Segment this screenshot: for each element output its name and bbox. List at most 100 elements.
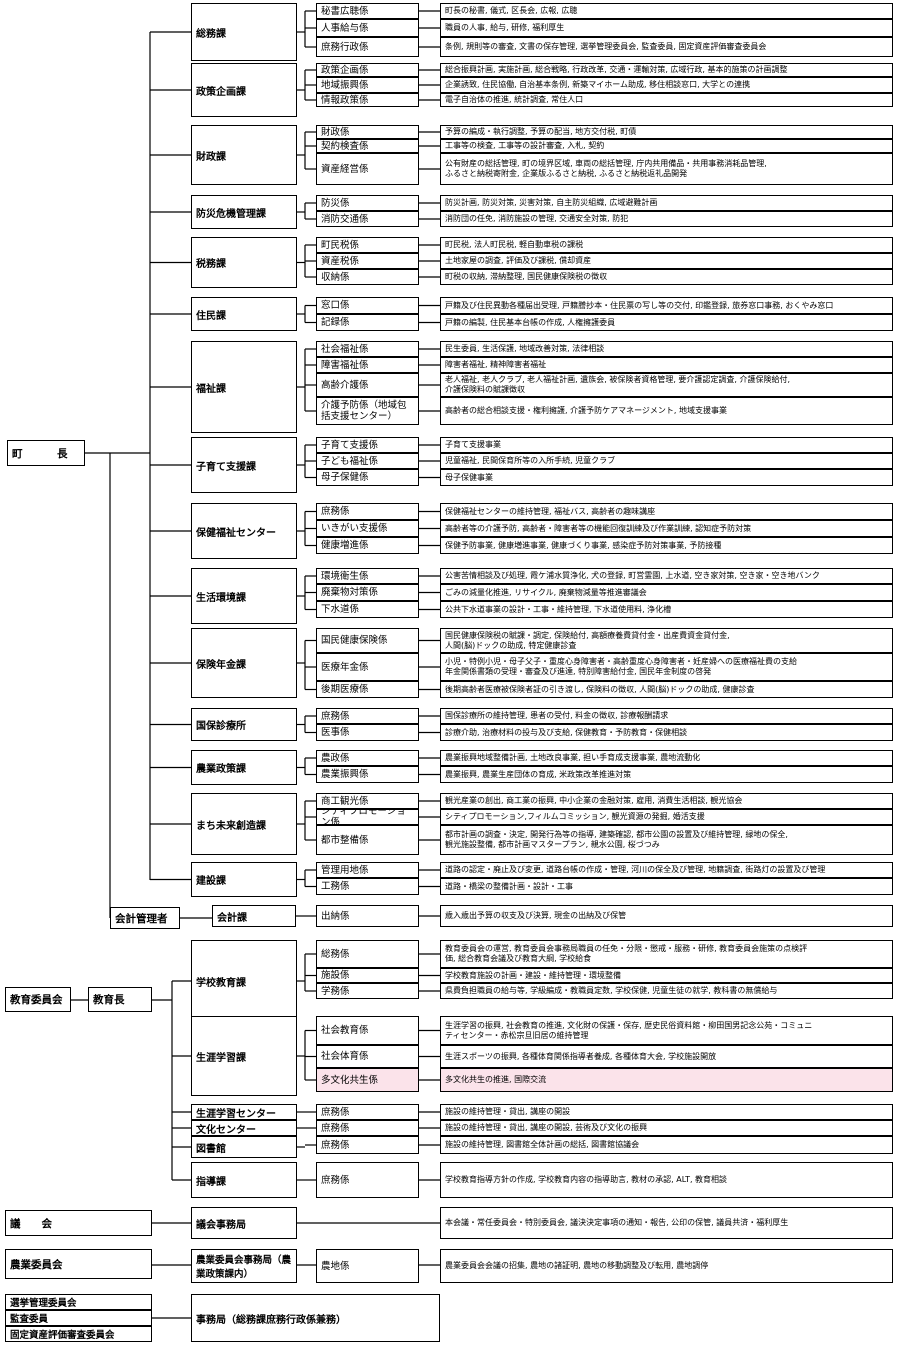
section-box-6-3-text: 介護予防係（地域包括支援センター） [321, 400, 407, 422]
dept-box-1: 政策企画課 [191, 63, 297, 117]
section-box-14-0: 管理用地係 [316, 862, 419, 878]
section-box-9-1: 廃棄物対策係 [316, 584, 419, 601]
dept-box-8-text: 保健福祉センター [196, 527, 276, 539]
edu-desc-box-5-0-text: 学校教育指導方針の作成, 学校教育内容の指導助言, 教材の承認, ALT, 教育… [445, 1175, 728, 1184]
section-box-2-2: 資産経営係 [316, 153, 419, 185]
desc-box-5-1-text: 戸籍の編製, 住民基本台帳の作成, 人権擁護委員 [445, 317, 616, 327]
desc-box-7-2: 母子保健事業 [440, 469, 893, 486]
desc-box-10-1-text: 小児・特例小児・母子父子・重度心身障害者・高齢重度心身障害者・妊産婦への医療福祉… [445, 657, 797, 676]
desc-box-3-0-text: 防災計画, 防災対策, 災害対策, 自主防災組織, 広域避難計画 [445, 198, 658, 207]
dept-box-15: 会計課 [212, 905, 296, 927]
desc-box-5-1: 戸籍の編製, 住民基本台帳の作成, 人権擁護委員 [440, 314, 893, 331]
desc-box-8-0-text: 保健福祉センターの維持管理, 福祉バス, 高齢者の趣味講座 [445, 506, 656, 516]
section-box-2-0: 財政係 [316, 125, 419, 139]
desc-box-2-1-text: 工事等の検査, 工事等の設計審査, 入札, 契約 [445, 141, 605, 150]
desc-box-1-2: 電子自治体の推進, 統計調査, 常住人口 [440, 93, 893, 107]
desc-box-12-1-text: 農業振興, 農業生産団体の育成, 米政策改革推進対策 [445, 769, 632, 779]
section-box-7-2: 母子保健係 [316, 469, 419, 486]
desc-box-5-0-text: 戸籍及び住民異動各種届出受理, 戸籍謄抄本・住民票の写し等の交付, 印鑑登録, … [445, 300, 834, 310]
desc-box-4-2: 町税の収納, 滞納整理, 国民健康保険税の徴収 [440, 269, 893, 285]
desc-box-6-3: 高齢者の総合相談支援・権利擁護, 介護予防ケアマネージメント, 地域支援事業 [440, 397, 893, 425]
desc-box-0-0: 町長の秘書, 儀式, 区長会, 広報, 広聴 [440, 3, 893, 19]
section-box-5-0: 窓口係 [316, 297, 419, 314]
dept-box-13-text: まち未来創造課 [196, 820, 266, 832]
desc-box-2-2: 公有財産の総括管理, 町の境界区域, 車両の総括管理, 庁内共用備品・共用事務消… [440, 153, 893, 185]
section-box-7-1: 子ども福祉係 [316, 453, 419, 469]
section-box-9-0: 環境衛生係 [316, 568, 419, 584]
desc-box-3-1: 消防団の任免, 消防施設の管理, 交通安全対策, 防犯 [440, 211, 893, 227]
desc-box-0-1: 職員の人事, 給与, 研修, 福利厚生 [440, 19, 893, 37]
assembly-desc: 本会議・常任委員会・特別委員会, 議決決定事項の通知・報告, 公印の保管, 議員… [445, 1218, 789, 1227]
desc-box-2-0-text: 予算の編成・執行調整, 予算の配当, 地方交付税, 町債 [445, 127, 637, 136]
desc-box-14-0: 道路の認定・廃止及び変更, 道路台帳の作成・管理, 河川の保全及び管理, 地籍調… [440, 862, 893, 878]
desc-box-7-0-text: 子育て支援事業 [445, 440, 501, 449]
section-box-12-0-text: 農政係 [321, 752, 350, 764]
section-box-13-2: 都市整備係 [316, 825, 419, 855]
edu-dept-box-1-text: 生涯学習課 [196, 1052, 246, 1064]
section-box-1-0-text: 政策企画係 [321, 64, 369, 76]
section-box-13-2-text: 都市整備係 [321, 834, 369, 846]
desc-box-6-3-text: 高齢者の総合相談支援・権利擁護, 介護予防ケアマネージメント, 地域支援事業 [445, 406, 728, 415]
section-box-15-0: 出納係 [316, 905, 419, 927]
desc-box-7-0: 子育て支援事業 [440, 437, 893, 453]
desc-box-0-2-text: 条例, 規則等の審査, 文書の保存管理, 選挙管理委員会, 監査委員, 固定資産… [445, 42, 767, 51]
section-box-4-1-text: 資産税係 [321, 255, 360, 267]
section-box-5-0-text: 窓口係 [321, 300, 350, 311]
edu-desc-box-1-1: 生涯スポーツの振興, 各種体育関係指導者養成, 各種体育大会, 学校施設開放 [440, 1045, 893, 1068]
edu-dept-box-4-text: 図書館 [196, 1143, 226, 1155]
dept-box-6: 福祉課 [191, 341, 297, 433]
desc-box-2-2-text: 公有財産の総括管理, 町の境界区域, 車両の総括管理, 庁内共用備品・共用事務消… [445, 159, 767, 178]
section-box-12-1-text: 農業振興係 [321, 769, 369, 780]
edu-section-box-1-1-text: 社会体育係 [321, 1051, 369, 1062]
dept-box-4: 税務課 [191, 237, 297, 288]
desc-box-4-1-text: 土地家屋の調査, 評価及び課税, 償却資産 [445, 256, 592, 265]
desc-box-6-2: 老人福祉, 老人クラブ, 老人福祉計画, 遺族会, 被保険者資格管理, 要介護認… [440, 373, 893, 397]
section-box-8-0: 庶務係 [316, 503, 419, 520]
edu-desc-box-1-0-text: 生涯学習の振興, 社会教育の推進, 文化財の保護・保存, 歴史民俗資料館・柳田国… [445, 1020, 813, 1040]
dept-box-14: 建設課 [191, 862, 297, 897]
edu-dept-box-0: 学校教育課 [191, 940, 297, 1022]
edu-desc-box-0-0: 教育委員会の運営, 教育委員会事務局職員の任免・分限・懲戒・服務・研修, 教育委… [440, 940, 893, 968]
edu-section-box-3-0: 庶務係 [316, 1120, 419, 1136]
section-box-9-1-text: 廃棄物対策係 [321, 587, 379, 598]
desc-box-3-0: 防災計画, 防災対策, 災害対策, 自主防災組織, 広域避難計画 [440, 195, 893, 211]
section-box-6-1: 障害福祉係 [316, 357, 419, 373]
section-box-10-1-text: 医療年金係 [321, 661, 369, 673]
section-box-11-0-text: 庶務係 [321, 710, 350, 722]
dept-box-8: 保健福祉センター [191, 503, 297, 559]
section-box-1-1-text: 地域振興係 [321, 79, 369, 91]
desc-box-0-1-text: 職員の人事, 給与, 研修, 福利厚生 [445, 23, 565, 32]
desc-box-12-0-text: 農業振興地域整備計画, 土地改良事業, 担い手育成支援事業, 農地流動化 [445, 753, 701, 762]
section-box-4-2-text: 収納係 [321, 271, 350, 283]
edu-section-box-5-0: 庶務係 [316, 1162, 419, 1198]
section-box-12-0: 農政係 [316, 750, 419, 766]
desc-box-13-0: 観光産業の創出, 商工業の振興, 中小企業の金融対策, 雇用, 消費生活相談, … [440, 793, 893, 809]
edu-dept-box-3: 文化センター [191, 1120, 297, 1136]
section-box-7-2-text: 母子保健係 [321, 472, 369, 483]
section-box-13-0: 商工観光係 [316, 793, 419, 809]
auditor-box: 監査委員 [5, 1310, 152, 1326]
edu-section-box-0-0-text: 総務係 [321, 948, 350, 960]
desc-box-0-2: 条例, 規則等の審査, 文書の保存管理, 選挙管理委員会, 監査委員, 固定資産… [440, 37, 893, 57]
section-box-9-2-text: 下水道係 [321, 604, 360, 615]
edu-section-box-2-0: 庶務係 [316, 1104, 419, 1120]
section-box-6-2: 高齢介護係 [316, 373, 419, 397]
superintendent-box: 教育長 [88, 987, 152, 1012]
section-box-10-0: 国民健康保険係 [316, 628, 419, 653]
desc-box-4-0-text: 町民税, 法人町民税, 軽自動車税の課税 [445, 240, 584, 249]
dept-box-10: 保険年金課 [191, 628, 297, 698]
edu-desc-box-4-0: 施設の維持管理, 図書館全体計画の総括, 図書館協議会 [440, 1136, 893, 1154]
desc-box-14-0-text: 道路の認定・廃止及び変更, 道路台帳の作成・管理, 河川の保全及び管理, 地籍調… [445, 865, 826, 874]
education-board-box: 教育委員会 [5, 987, 71, 1012]
section-box-8-2-text: 健康増進係 [321, 540, 369, 551]
agriculture-committee-box: 農業委員会 [5, 1249, 152, 1279]
desc-box-14-1: 道路・橋梁の整備計画・設計・工事 [440, 878, 893, 895]
desc-box-1-1-text: 企業誘致, 住民協働, 自治基本条例, 新築マイホーム助成, 移住相談窓口, 大… [445, 80, 751, 89]
dept-box-5-text: 住民課 [196, 310, 226, 322]
desc-box-6-0: 民生委員, 生活保護, 地域改善対策, 法律相談 [440, 341, 893, 357]
desc-box-4-1: 土地家屋の調査, 評価及び課税, 償却資産 [440, 253, 893, 269]
section-box-2-2-text: 資産経営係 [321, 163, 369, 175]
assembly-desc-box: 本会議・常任委員会・特別委員会, 議決決定事項の通知・報告, 公印の保管, 議員… [440, 1207, 893, 1239]
section-box-5-1-text: 記録係 [321, 317, 350, 328]
